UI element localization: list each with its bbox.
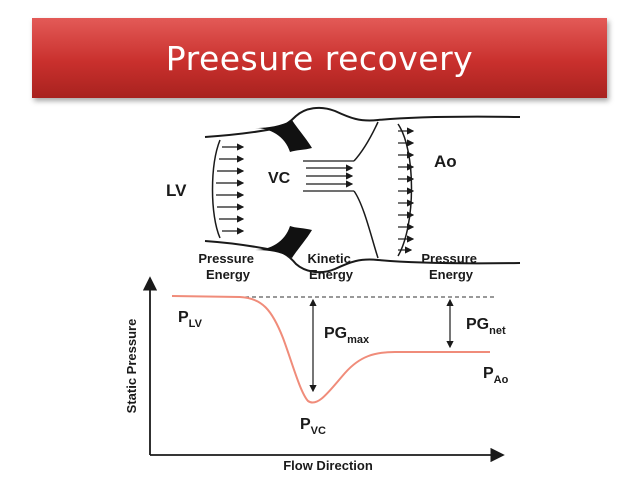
- heading-pressure-energy-1: Pressure Energy: [198, 251, 257, 282]
- vessel-upper-wall: [204, 106, 521, 138]
- p-vc-main: P: [300, 416, 311, 433]
- lower-valve-leaflet: [255, 226, 312, 258]
- pg-net-main: PG: [466, 316, 489, 333]
- vessel-schematic: LV VC Ao: [166, 106, 521, 274]
- vc-label: VC: [268, 170, 291, 187]
- pressure-chart: Pressure Energy Kinetic Energy Pressure …: [124, 251, 509, 473]
- p-ao-main: P: [483, 365, 494, 382]
- vc-jet-arrows: [306, 164, 354, 188]
- heading-kinetic-energy-line2: Energy: [309, 267, 354, 282]
- heading-pressure-energy-2-line2: Energy: [429, 267, 474, 282]
- p-lv-label: PLV: [178, 309, 203, 330]
- heading-kinetic-energy-line1: Kinetic: [308, 251, 351, 266]
- lv-flow-arrows: [216, 143, 245, 235]
- lv-flow-profile-curve: [211, 139, 221, 239]
- upper-valve-leaflet: [255, 120, 312, 152]
- ao-flow-profile-curve: [397, 123, 413, 257]
- p-vc-sub: VC: [311, 425, 326, 437]
- ao-flow-arrows: [398, 127, 415, 254]
- p-vc-label: PVC: [300, 416, 326, 437]
- pg-max-main: PG: [324, 325, 347, 342]
- x-axis-label: Flow Direction: [283, 458, 373, 473]
- p-lv-main: P: [178, 309, 189, 326]
- pressure-curve: [171, 295, 490, 404]
- p-ao-sub: Ao: [494, 374, 509, 386]
- jet-expansion-upper: [353, 121, 379, 162]
- heading-pressure-energy-2: Pressure Energy: [421, 251, 480, 282]
- p-lv-sub: LV: [189, 318, 203, 330]
- title-banner: Preesure recovery: [32, 18, 607, 98]
- heading-pressure-energy-1-line2: Energy: [206, 267, 251, 282]
- heading-pressure-energy-2-line1: Pressure: [421, 251, 477, 266]
- heading-kinetic-energy: Kinetic Energy: [308, 251, 355, 282]
- pg-max-label: PGmax: [324, 325, 370, 346]
- slide-title: Preesure recovery: [165, 38, 474, 78]
- lv-label: LV: [166, 181, 187, 200]
- pg-net-label: PGnet: [466, 316, 506, 337]
- p-ao-label: PAo: [483, 365, 509, 386]
- jet-expansion-lower: [353, 190, 379, 259]
- heading-pressure-energy-1-line1: Pressure: [198, 251, 254, 266]
- ao-label: Ao: [434, 152, 457, 171]
- pg-net-sub: net: [489, 325, 506, 337]
- pg-max-sub: max: [347, 334, 370, 346]
- y-axis-label: Static Pressure: [124, 319, 139, 414]
